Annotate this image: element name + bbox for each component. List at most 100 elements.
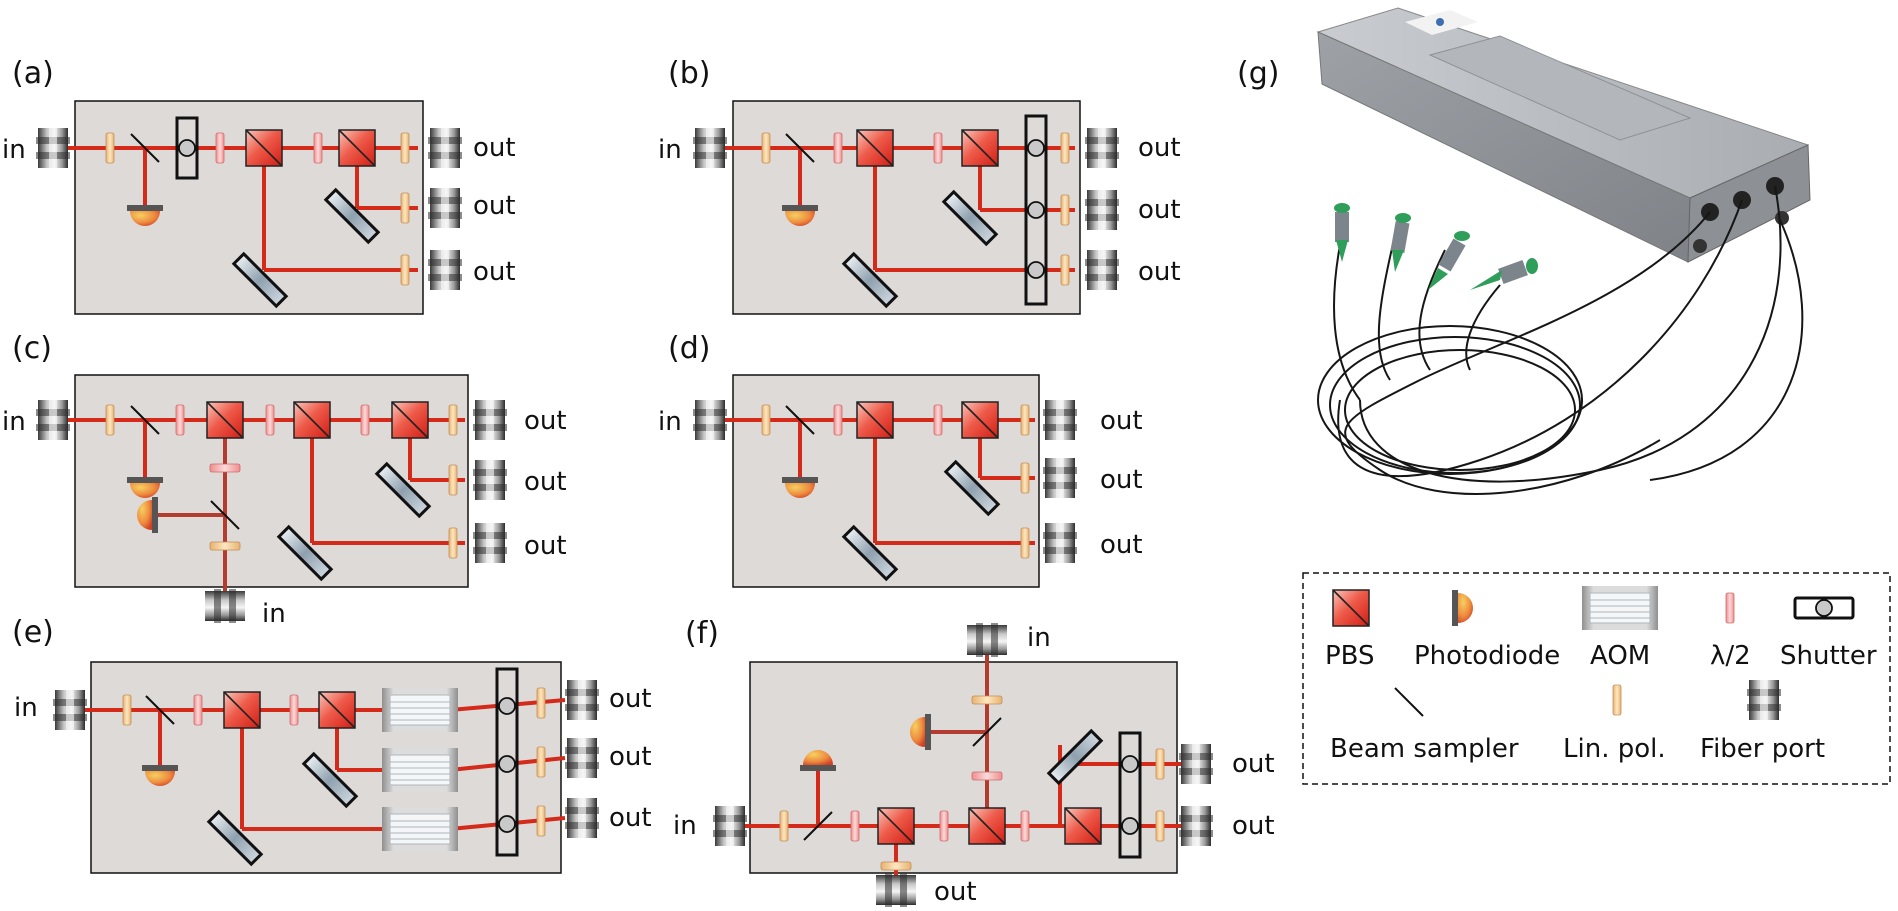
linear-polarizer-icon: [1060, 254, 1070, 286]
port-label-in: in: [14, 693, 38, 723]
port-label-in: in: [658, 135, 682, 165]
port-label-out: out: [1100, 406, 1143, 436]
port-label-out: out: [1100, 530, 1143, 560]
half-wave-plate-icon: [289, 694, 299, 726]
linear-polarizer-icon: [448, 404, 458, 436]
fiber-connector-icon: [1428, 231, 1470, 290]
fiber-port-icon: [473, 460, 507, 500]
fiber-port-icon: [876, 873, 916, 907]
beam-sampler-icon: [972, 717, 1002, 747]
half-wave-plate-icon: [933, 132, 943, 164]
panel-label-e: (e): [12, 615, 54, 650]
linear-polarizer-icon: [105, 404, 115, 436]
shutter-icon: [495, 667, 519, 857]
fiber-port-icon: [1085, 190, 1119, 230]
linear-polarizer-icon: [105, 132, 115, 164]
port-label-out: out: [609, 684, 652, 714]
pbs-icon: [856, 401, 894, 439]
beam-sampler-icon: [785, 133, 815, 163]
half-wave-plate-icon: [313, 132, 323, 164]
legend-label: PBS: [1325, 641, 1375, 671]
pbs-icon: [206, 401, 244, 439]
half-wave-plate-icon: [209, 463, 241, 473]
fiber-connector-icon: [1334, 203, 1350, 262]
fiber-port-icon: [428, 128, 462, 168]
panel-label-f: (f): [685, 616, 719, 651]
pbs-icon: [961, 401, 999, 439]
fiber-port-icon: [428, 188, 462, 228]
pbs-icon: [1064, 807, 1102, 845]
legend-item-photodiode: Photodiode: [1414, 590, 1560, 671]
linear-polarizer-icon: [400, 192, 410, 224]
half-wave-plate-icon: [971, 771, 1003, 781]
legend-label: Beam sampler: [1330, 734, 1519, 764]
beam-path: [158, 420, 227, 600]
fiber-port-icon: [565, 680, 599, 720]
port-label-in: in: [262, 599, 286, 629]
linear-polarizer-icon: [971, 695, 1003, 705]
fiber-port-icon: [1043, 400, 1077, 440]
device-photo: [1316, 7, 1811, 495]
port-label-in: in: [1027, 623, 1051, 653]
half-wave-plate-icon: [175, 404, 185, 436]
legend-item-beam-sampler: Beam sampler: [1330, 687, 1519, 764]
panel-label-a: (a): [12, 56, 54, 91]
legend-item-aom: AOM: [1581, 585, 1659, 671]
fiber-port-icon: [1043, 458, 1077, 498]
linear-polarizer-icon: [880, 861, 912, 871]
beam-sampler-icon: [210, 500, 240, 530]
legend-item-fiber-port: Fiber port: [1700, 680, 1825, 764]
panel-g: (g): [1237, 7, 1811, 495]
beam-sampler-icon: [145, 695, 175, 725]
beam-sampler-icon: [130, 133, 160, 163]
pbs-icon: [245, 129, 283, 167]
linear-polarizer-icon: [1155, 810, 1165, 842]
panel-f: (f): [673, 616, 1275, 907]
pbs-icon: [877, 807, 915, 845]
linear-polarizer-icon: [1020, 404, 1030, 436]
panel-d: (d) in out out out: [658, 331, 1143, 588]
panel-a: (a) in out out out: [2, 56, 516, 315]
linear-polarizer-icon: [536, 746, 546, 778]
linear-polarizer-icon: [1020, 527, 1030, 559]
port-label-out: out: [524, 406, 567, 436]
fiber-port-icon: [53, 690, 87, 730]
aom-icon: [381, 687, 459, 733]
pbs-icon: [338, 129, 376, 167]
linear-polarizer-icon: [536, 805, 546, 837]
aom-icon: [381, 806, 459, 852]
linear-polarizer-icon: [400, 254, 410, 286]
fiber-connector-icon: [1470, 258, 1538, 290]
legend: PBS Photodiode AOM λ/2 Shutter Beam samp…: [1302, 572, 1891, 785]
pbs-icon: [293, 401, 331, 439]
linear-polarizer-icon: [1155, 748, 1165, 780]
legend-item-shutter: Shutter: [1780, 596, 1877, 671]
linear-polarizer-icon: [779, 810, 789, 842]
half-wave-plate-icon: [850, 810, 860, 842]
linear-polarizer-icon: [761, 404, 771, 436]
linear-polarizer-icon: [536, 687, 546, 719]
half-wave-plate-icon: [360, 404, 370, 436]
fiber-port-icon: [693, 128, 727, 168]
shutter-icon: [175, 116, 199, 180]
fiber-connector-icon: [1390, 213, 1411, 272]
linear-polarizer-icon: [1060, 132, 1070, 164]
half-wave-plate-icon: [265, 404, 275, 436]
fiber-port-icon: [693, 400, 727, 440]
port-label-out: out: [524, 467, 567, 497]
legend-item-linear-polarizer: Lin. pol.: [1563, 684, 1666, 764]
port-label-in: in: [673, 811, 697, 841]
legend-label: Photodiode: [1414, 641, 1560, 671]
panel-label-d: (d): [668, 331, 710, 366]
fiber-port-icon: [36, 400, 70, 440]
port-label-out: out: [1138, 133, 1181, 163]
fiber-port-icon: [1085, 250, 1119, 290]
pbs-icon: [318, 691, 356, 729]
pbs-icon: [856, 129, 894, 167]
fiber-port-icon: [473, 400, 507, 440]
legend-label: Shutter: [1780, 641, 1877, 671]
legend-item-pbs: PBS: [1325, 589, 1375, 671]
pbs-icon: [968, 807, 1006, 845]
port-label-in: in: [2, 407, 26, 437]
port-label-out: out: [473, 257, 516, 287]
